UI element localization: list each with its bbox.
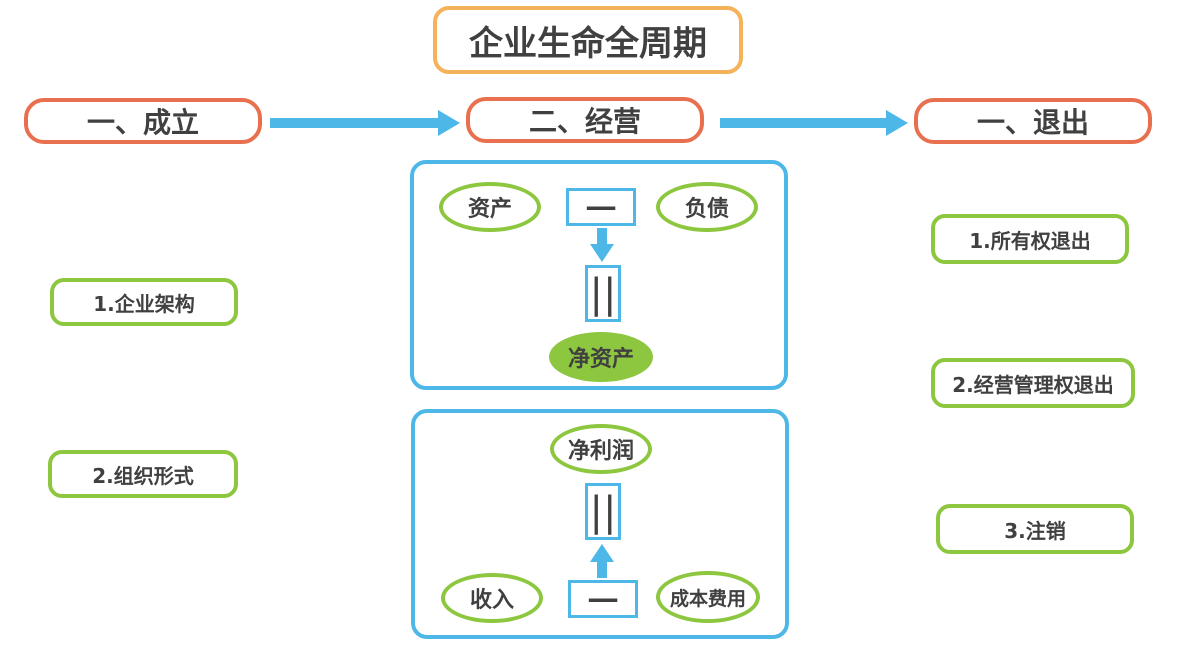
equals-operator-profit: || [585,483,621,540]
exit-item-deregistration: 3.注销 [936,504,1134,554]
down-arrow-icon [590,228,614,262]
phase-exit: 一、退出 [914,98,1152,144]
costs-oval: 成本费用 [656,571,760,623]
diagram-title: 企业生命全周期 [433,6,743,74]
assets-oval: 资产 [439,182,541,232]
establish-item-org-form: 2.组织形式 [48,450,238,498]
profit-panel [411,409,789,639]
phase-operate: 二、经营 [466,97,704,143]
net-assets-oval: 净资产 [549,332,653,382]
establish-item-structure: 1.企业架构 [50,278,238,326]
minus-operator: 一 [566,188,636,228]
revenue-oval: 收入 [441,573,543,623]
liabilities-oval: 负债 [656,182,758,232]
arrow-establish-to-operate [270,110,460,136]
balance-panel [410,160,788,390]
exit-item-management: 2.经营管理权退出 [931,358,1135,408]
up-arrow-icon [590,544,614,578]
phase-establish: 一、成立 [24,98,262,144]
minus-operator-profit: 一 [568,580,638,620]
equals-operator: || [585,265,621,322]
net-profit-oval: 净利润 [550,424,652,474]
exit-item-ownership: 1.所有权退出 [931,214,1129,264]
arrow-operate-to-exit [720,110,908,136]
